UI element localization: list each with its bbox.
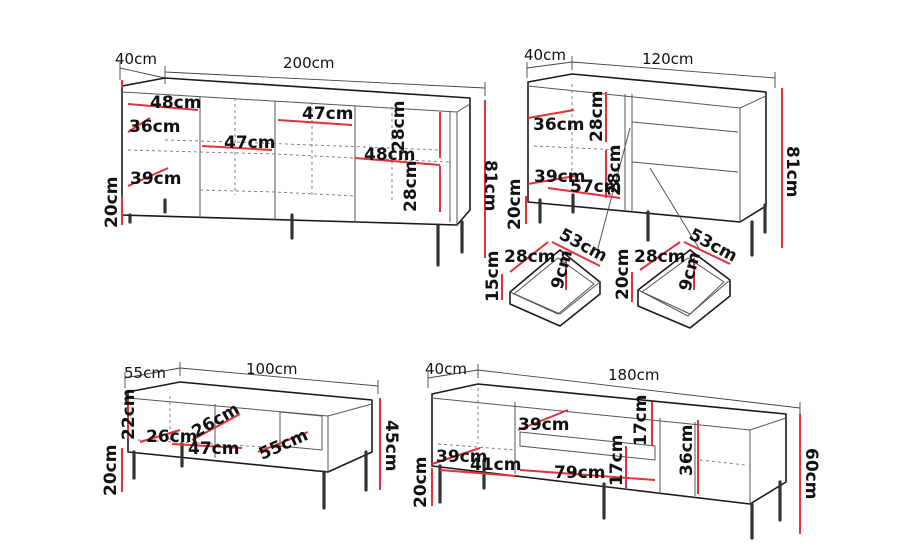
sideboard-120-comp-height-1: 28cm [587,91,607,142]
drawer-small-width: 28cm [504,247,555,267]
drawer-large-width: 28cm [634,247,685,267]
sideboard-200-shelf-3: 47cm [302,104,353,124]
sideboard-200-drawing [119,62,486,267]
tv-stand-height: 60cm [801,448,821,499]
sideboard-120-width: 120cm [642,50,694,68]
tv-stand-width: 180cm [608,366,660,384]
tv-stand-shelf-2: 79cm [554,463,605,483]
sideboard-120-height: 81cm [782,146,802,197]
sideboard-120-labels: 40cm 120cm 36cm 39cm 57cm 28cm 28cm 81cm… [505,46,802,230]
sideboard-200-shelf-1: 48cm [150,93,201,113]
coffee-table-inner-height: 22cm [119,389,139,440]
sideboard-200-depth-2: 39cm [130,169,181,189]
sideboard-200-comp-height-1: 28cm [389,101,409,152]
sideboard-200-labels: 40cm 200cm 48cm 36cm 47cm 47cm 48cm 39cm… [102,50,500,228]
sideboard-120-comp-height-2: 28cm [605,145,625,196]
sideboard-200-width: 200cm [283,54,335,72]
sideboard-120-depth-1: 36cm [533,115,584,135]
drawer-small-front-height: 15cm [483,251,503,302]
tv-stand-drawing [427,364,801,540]
coffee-table-drawer-depth: 55cm [256,425,311,464]
sideboard-120-depth: 40cm [524,46,566,64]
coffee-table-height: 45cm [381,420,401,471]
sideboard-120-leg-height: 20cm [505,179,525,230]
coffee-table-labels: 55cm 100cm 22cm 26cm 26cm 47cm 55cm 45cm… [101,360,401,496]
sideboard-120-drawing [525,56,783,257]
sideboard-200-shelf-4: 48cm [364,145,415,165]
coffee-table-width: 100cm [246,360,298,378]
sideboard-200-depth: 40cm [115,50,157,68]
coffee-table-inner-width: 47cm [188,439,239,459]
tv-stand-labels: 40cm 180cm 39cm 41cm 39cm 79cm 17cm 17cm… [411,360,821,508]
coffee-table-inner-depth-1: 26cm [146,427,197,447]
tv-stand-shelf-1: 41cm [470,455,521,475]
drawer-small-drawing [501,241,601,327]
tv-stand-comp-height-2: 17cm [607,435,627,486]
tv-stand-depth-1: 39cm [436,447,487,467]
drawer-small-labels: 28cm 53cm 15cm 9cm [483,225,610,302]
sideboard-200-leg-height: 20cm [102,177,122,228]
sideboard-120-shelf-width: 57cm [570,177,621,197]
tv-stand-leg-height: 20cm [411,457,431,508]
drawer-large-labels: 28cm 53cm 20cm 9cm [613,225,740,300]
coffee-table-leg-height: 20cm [101,445,121,496]
drawer-large-front-height: 20cm [613,249,633,300]
sideboard-200-depth-1: 36cm [129,117,180,137]
coffee-table-depth: 55cm [124,364,166,382]
sideboard-200-shelf-2: 47cm [224,133,275,153]
sideboard-120-depth-2: 39cm [534,167,585,187]
drawer-large-drawing [631,241,731,329]
coffee-table-drawing [121,362,381,510]
sideboard-200-height: 81cm [480,160,500,211]
sideboard-200-comp-height-2: 28cm [401,161,421,212]
tv-stand-comp-height-1: 17cm [631,395,651,446]
tv-stand-depth-2: 39cm [518,415,569,435]
tv-stand-comp-height-3: 36cm [677,425,697,476]
tv-stand-depth: 40cm [425,360,467,378]
